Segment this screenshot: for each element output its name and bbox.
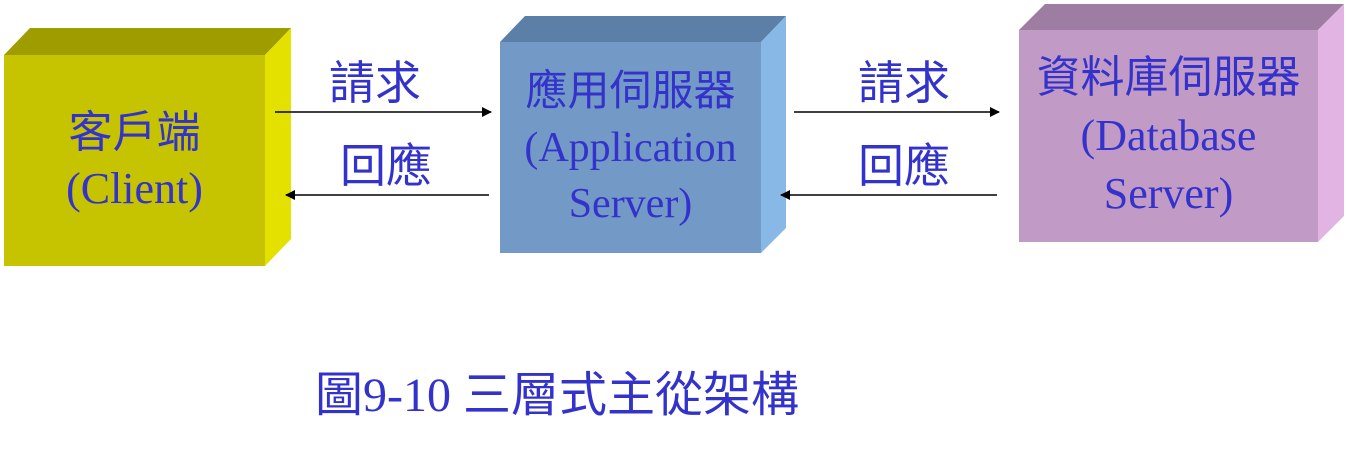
db-server-box-side [1318,4,1344,242]
app-db-response-label: 回應 [858,139,950,193]
db-server-label-line3: Server) [1103,169,1234,218]
app-server-label-line3: Server) [568,180,693,227]
client-box-top [4,28,291,55]
db-server-box [1019,4,1344,242]
app-db-request-label: 請求 [858,56,950,110]
client-app-request-label: 請求 [329,56,421,110]
db-server-box-top [1019,4,1344,30]
app-server-label-line2: (Application [524,124,737,171]
client-label-line1: 客戶端 [68,107,201,157]
client-label: 客戶端 (Client) [4,55,265,266]
db-server-label-line2: (Database [1080,111,1257,160]
client-label-line2: (Client) [66,163,203,213]
app-server-box-side [761,16,786,253]
app-server-label: 應用伺服器 (Application Server) [500,42,761,253]
app-server-box-front [500,42,761,253]
app-server-label-line1: 應用伺服器 [525,68,736,115]
app-server-box [500,16,786,253]
figure-caption: 圖9-10 三層式主從架構 [315,369,799,422]
client-app-response-label: 回應 [340,139,432,193]
client-box-front [4,55,265,266]
client-box-side [265,28,291,266]
db-server-label-line1: 資料庫伺服器 [1036,53,1301,102]
client-box [4,28,291,266]
app-server-box-top [500,16,786,42]
db-server-box-front [1019,30,1318,242]
db-server-label: 資料庫伺服器 (Database Server) [1019,30,1318,242]
